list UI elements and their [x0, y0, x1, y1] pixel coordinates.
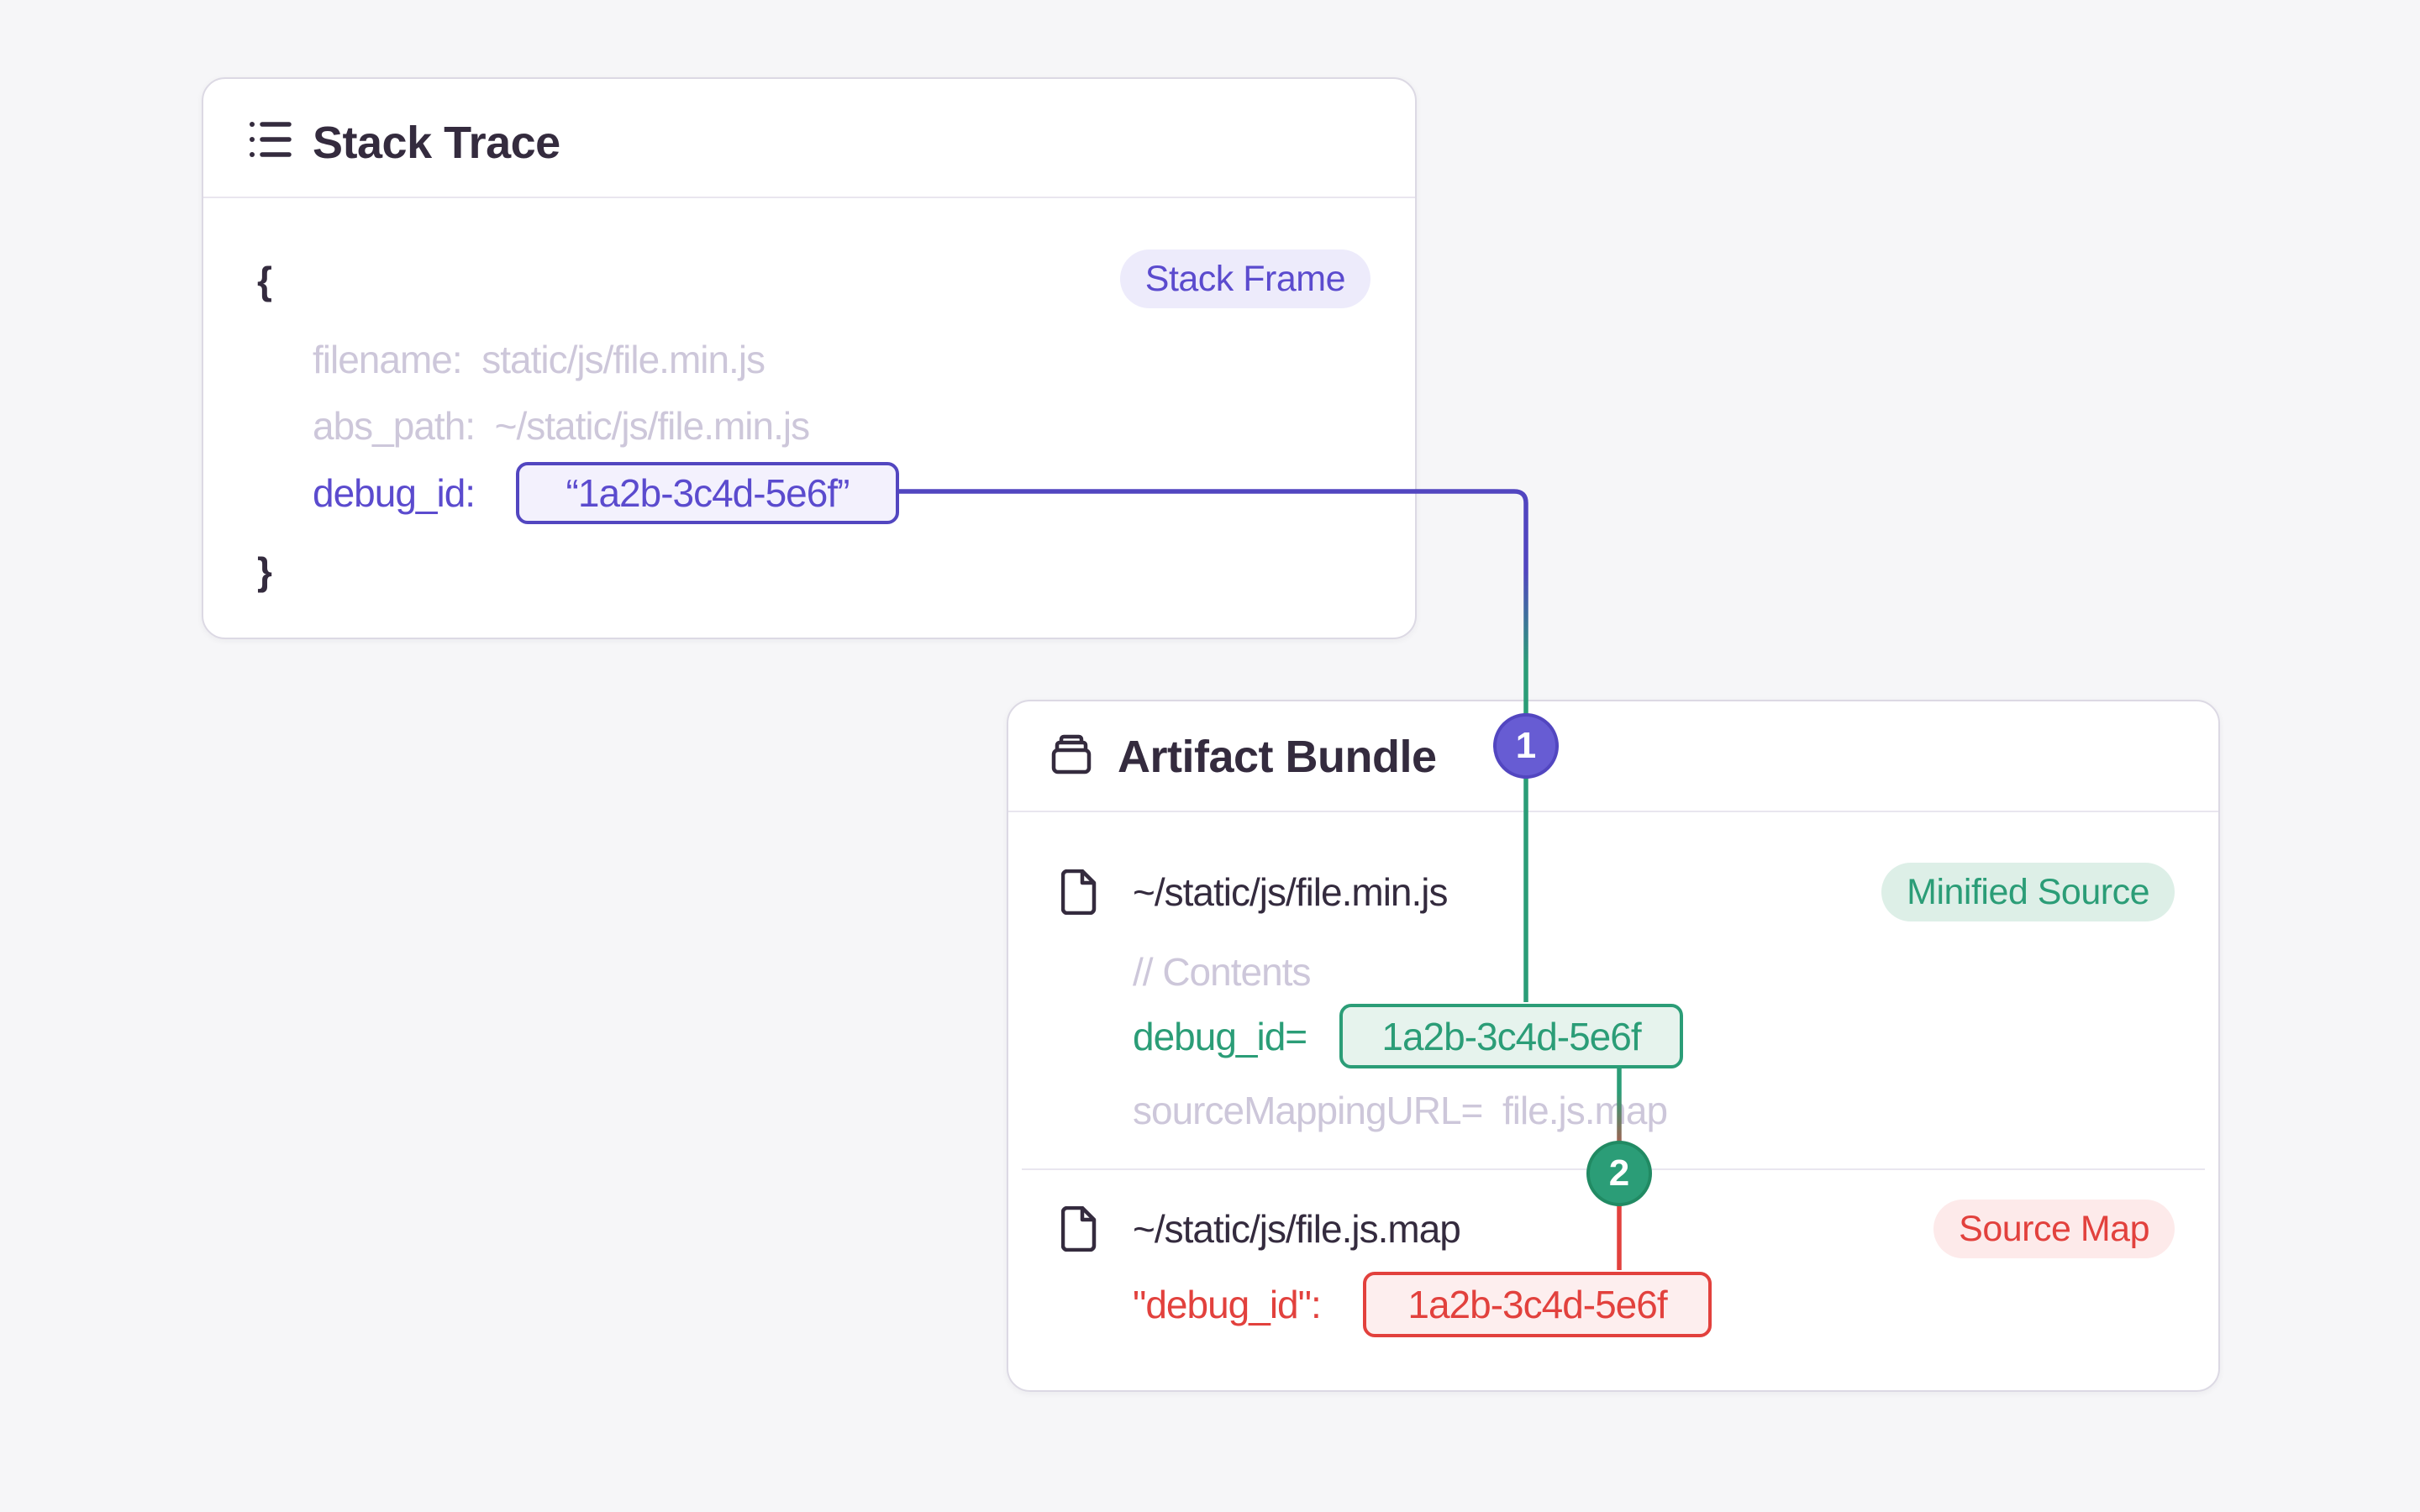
bundle-debug-id-value-box: 1a2b-3c4d-5e6f — [1339, 1004, 1683, 1068]
minified-source-path: ~/static/js/file.min.js — [1133, 870, 1448, 914]
filename-line: filename: static/js/file.min.js — [313, 338, 765, 381]
header-divider — [203, 197, 1415, 198]
debug-id-value: “1a2b-3c4d-5e6f” — [566, 471, 850, 515]
json-open-brace: { — [257, 259, 272, 302]
file-icon — [1060, 869, 1097, 919]
contents-comment: // Contents — [1133, 950, 1311, 994]
debug-id-key: debug_id: — [313, 471, 476, 515]
source-map-badge-label: Source Map — [1959, 1208, 2149, 1249]
json-close-brace: } — [257, 549, 272, 593]
map-debug-id-value-box: 1a2b-3c4d-5e6f — [1363, 1272, 1712, 1337]
step-2-badge: 2 — [1586, 1141, 1652, 1206]
stack-trace-card: Stack Trace { Stack Frame filename: stat… — [202, 77, 1417, 639]
stack-trace-title: Stack Trace — [313, 118, 560, 168]
header-divider — [1008, 811, 2218, 812]
artifact-bundle-header: Artifact Bundle — [1008, 701, 2218, 812]
stack-trace-header: Stack Trace — [203, 79, 1415, 198]
stack-frame-badge-label: Stack Frame — [1144, 258, 1346, 299]
list-icon — [249, 118, 292, 165]
step-2-number: 2 — [1608, 1152, 1630, 1194]
source-mapping-line: sourceMappingURL= file.js.map — [1133, 1089, 1668, 1132]
source-map-badge: Source Map — [1933, 1200, 2175, 1258]
minified-source-badge: Minified Source — [1881, 863, 2175, 921]
minified-source-badge-label: Minified Source — [1907, 871, 2149, 912]
step-1-badge: 1 — [1493, 713, 1559, 779]
abs-path-line: abs_path: ~/static/js/file.min.js — [313, 404, 810, 448]
debug-id-value-box: “1a2b-3c4d-5e6f” — [516, 462, 899, 524]
artifact-bundle-card: Artifact Bundle ~/static/js/file.min.js … — [1007, 700, 2220, 1392]
source-map-path: ~/static/js/file.js.map — [1133, 1207, 1461, 1251]
file-icon — [1060, 1205, 1097, 1256]
bundle-debug-id-key: debug_id= — [1133, 1015, 1307, 1058]
map-debug-id-key: "debug_id": — [1133, 1283, 1322, 1326]
bundle-debug-id-value: 1a2b-3c4d-5e6f — [1381, 1014, 1641, 1058]
map-debug-id-value: 1a2b-3c4d-5e6f — [1407, 1283, 1667, 1326]
stack-frame-badge: Stack Frame — [1119, 249, 1370, 308]
bundle-jar-icon — [1050, 733, 1092, 780]
step-1-number: 1 — [1515, 725, 1537, 766]
artifact-bundle-title: Artifact Bundle — [1118, 732, 1437, 782]
